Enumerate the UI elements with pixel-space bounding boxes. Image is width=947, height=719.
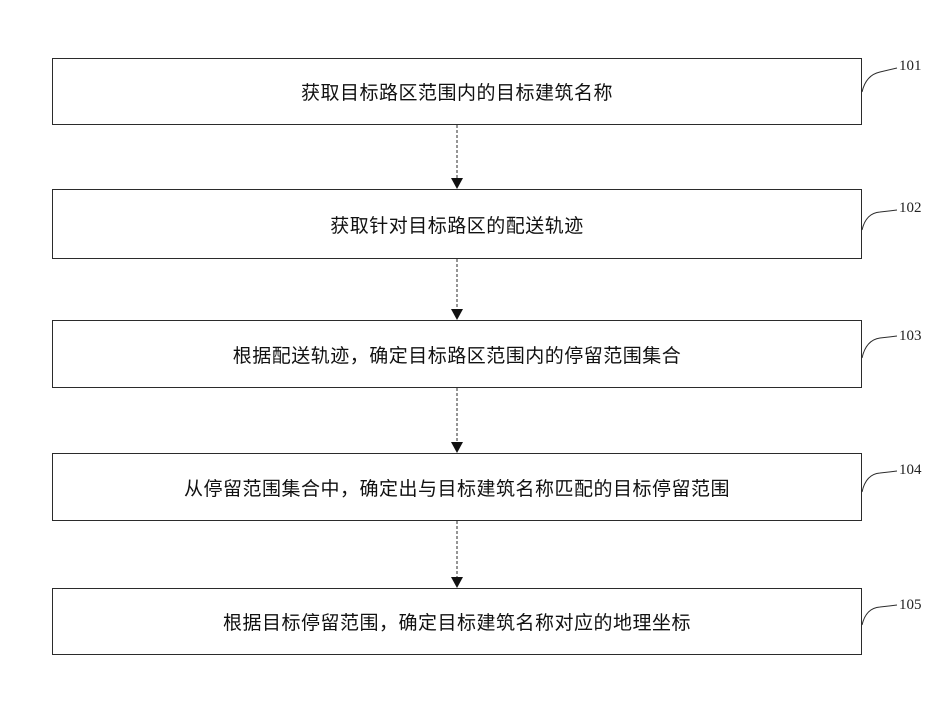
leader-102 (862, 210, 897, 230)
arrow-104-105-head (451, 577, 463, 588)
step-box-105: 根据目标停留范围，确定目标建筑名称对应的地理坐标 (52, 588, 862, 655)
leader-105 (862, 605, 897, 625)
step-number-104: 104 (899, 462, 922, 479)
step-number-103: 103 (899, 328, 922, 345)
arrow-102-103-head (451, 309, 463, 320)
step-box-103: 根据配送轨迹，确定目标路区范围内的停留范围集合 (52, 320, 862, 388)
arrow-103-104-head (451, 442, 463, 453)
step-number-102: 102 (899, 200, 922, 217)
step-text-104: 从停留范围集合中，确定出与目标建筑名称匹配的目标停留范围 (184, 474, 730, 501)
leader-103 (862, 336, 897, 358)
step-box-101: 获取目标路区范围内的目标建筑名称 (52, 58, 862, 125)
step-box-102: 获取针对目标路区的配送轨迹 (52, 189, 862, 259)
step-text-105: 根据目标停留范围，确定目标建筑名称对应的地理坐标 (223, 608, 691, 635)
step-box-104: 从停留范围集合中，确定出与目标建筑名称匹配的目标停留范围 (52, 453, 862, 521)
step-text-102: 获取针对目标路区的配送轨迹 (330, 211, 584, 238)
step-number-105: 105 (899, 597, 922, 614)
step-text-103: 根据配送轨迹，确定目标路区范围内的停留范围集合 (233, 341, 682, 368)
leader-101 (862, 68, 897, 92)
leader-104 (862, 471, 897, 492)
step-text-101: 获取目标路区范围内的目标建筑名称 (301, 78, 613, 105)
step-number-101: 101 (899, 58, 922, 75)
arrow-101-102-head (451, 178, 463, 189)
